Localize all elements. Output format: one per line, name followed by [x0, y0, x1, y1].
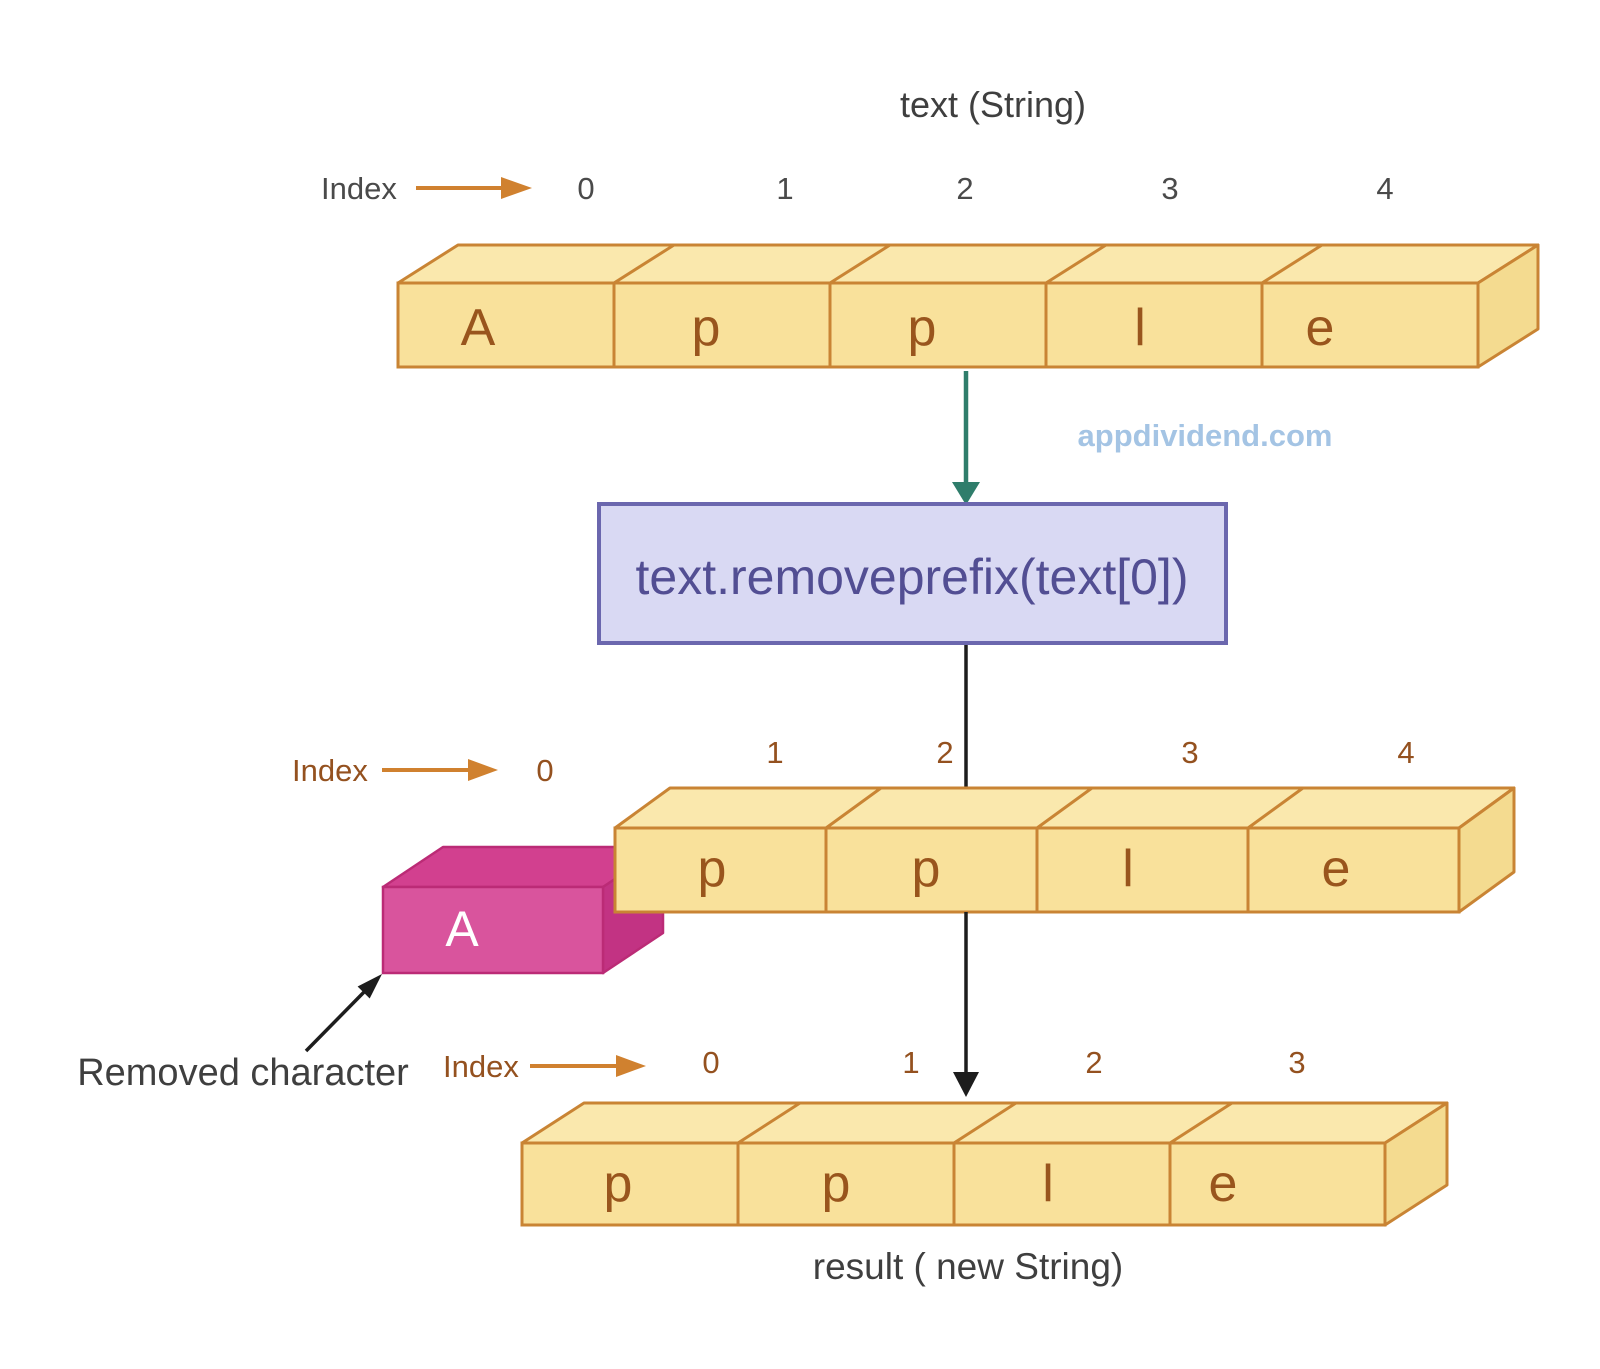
index-number: 2	[936, 735, 953, 770]
removed-character-label: Removed character	[77, 1052, 409, 1094]
index-arrowhead-row1-icon	[501, 177, 532, 199]
array-cell-letter: p	[698, 840, 727, 898]
removed-cell-letter: A	[445, 901, 479, 957]
index-number: 0	[702, 1045, 719, 1080]
index-number: 1	[776, 171, 793, 206]
index-number: 4	[1397, 735, 1414, 770]
index-number: 3	[1161, 171, 1178, 206]
index-number: 0	[577, 171, 594, 206]
index-number: 1	[766, 735, 783, 770]
cell-divider-top	[825, 786, 882, 830]
operation-rect	[597, 502, 1228, 645]
array-cell-letter: p	[822, 1155, 851, 1213]
cell-divider-top	[737, 1101, 801, 1145]
array-top-face	[396, 243, 1540, 285]
cell-divider-top	[1045, 243, 1107, 285]
cell-divider-top	[953, 1101, 1017, 1145]
index-arrowhead-row3-icon	[616, 1055, 646, 1077]
result-label: result ( new String)	[813, 1246, 1124, 1287]
black-arrowhead-icon	[953, 1072, 979, 1097]
array-cell-letter: l	[1122, 840, 1134, 898]
green-arrowhead-icon	[952, 482, 980, 505]
index-number: 1	[902, 1045, 919, 1080]
removed-pointer-arrowhead-icon	[357, 974, 382, 999]
index-number: 4	[1376, 171, 1393, 206]
array-cell-letter: p	[692, 299, 721, 357]
index-arrowhead-row2-icon	[468, 759, 498, 781]
array-cell-letter: e	[1322, 840, 1351, 898]
array-cell-letter: p	[912, 840, 941, 898]
removed-cell-front-face	[381, 885, 605, 975]
array-cell-letter: l	[1134, 299, 1146, 357]
index-number: 3	[1288, 1045, 1305, 1080]
cell-divider-top	[829, 243, 891, 285]
operation-box: text.removeprefix(text[0])	[597, 502, 1228, 645]
array-cell-letter: p	[908, 299, 937, 357]
array-cell-letter: e	[1209, 1155, 1238, 1213]
index-number: 3	[1181, 735, 1198, 770]
operation-label: text.removeprefix(text[0])	[636, 549, 1189, 605]
array-cell-letter: l	[1042, 1155, 1054, 1213]
index-number: 2	[956, 171, 973, 206]
removed-character-annotation: Removed character	[77, 974, 409, 1094]
removed-pointer-line	[304, 987, 369, 1053]
cell-divider-top	[1036, 786, 1093, 830]
cell-divider-top	[613, 243, 675, 285]
array-front-face	[396, 281, 1480, 369]
cell-divider-top	[1261, 243, 1323, 285]
index-label-row3: Index	[443, 1049, 519, 1084]
flow-arrow-to-operation	[952, 371, 980, 505]
cell-divider-top	[1169, 1101, 1233, 1145]
index-label-row1: Index	[321, 171, 397, 206]
page-title: text (String)	[900, 84, 1086, 125]
watermark: appdividend.com	[1078, 418, 1333, 453]
index-number: 2	[1085, 1045, 1102, 1080]
index-number: 0	[536, 753, 553, 788]
array-cell-letter: e	[1306, 299, 1335, 357]
index-label-row2: Index	[292, 753, 368, 788]
result-array-section: Index 0 1 2 3 p p l e result ( new Strin…	[443, 1045, 1449, 1287]
flow-arrow-to-result	[953, 912, 979, 1097]
cell-divider-top	[1247, 786, 1304, 830]
array-cell-letter: A	[461, 299, 496, 357]
array-cell-letter: p	[604, 1155, 633, 1213]
intermediate-array-section: Index 0 1 2 3 4 A p p l e	[292, 735, 1516, 975]
original-array-section: text (String) Index 0 1 2 3 4 A p p l e	[321, 84, 1540, 369]
